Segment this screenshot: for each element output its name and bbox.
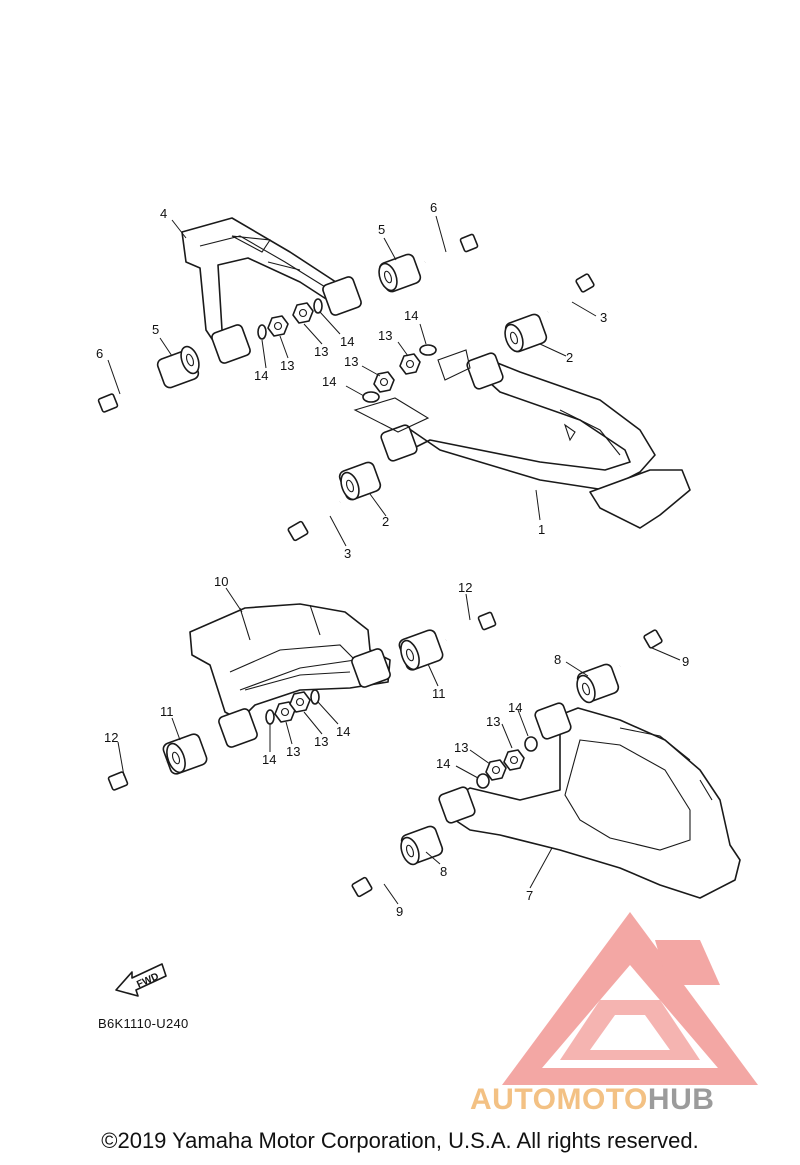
callout-8: 8 [554,652,561,667]
automotohub-logo [502,912,758,1085]
lower-right-arm [438,702,741,899]
leader-lines [107,215,681,905]
upper-right-arm [380,352,691,529]
lower-right-bushing-top [576,663,620,704]
callout-14: 14 [508,700,522,715]
callout-14: 14 [322,374,336,389]
callout-14: 14 [336,724,350,739]
drawing-code: B6K1110-U240 [98,1016,189,1031]
callout-labels: 4 5 6 5 6 14 13 13 14 3 2 13 14 13 14 2 … [96,200,689,919]
callout-13: 13 [286,744,300,759]
upper-left-bushing-right [378,253,422,293]
lower-left-arm [189,603,391,748]
callout-13: 13 [454,740,468,755]
callout-13: 13 [378,328,392,343]
lower-nut-a [274,701,296,723]
callout-6: 6 [96,346,103,361]
callout-5: 5 [152,322,159,337]
watermark-text: AUTOMOTOHUB [470,1083,714,1117]
callout-14: 14 [436,756,450,771]
lower-right-bolt-top [619,629,663,668]
callout-1: 1 [538,522,545,537]
lower-washer-b [310,689,320,705]
lower-washer-d [476,773,490,789]
callout-14: 14 [262,752,276,767]
upper-nut-c [399,353,421,375]
forward-arrow-icon: FWD [115,963,167,997]
upper-left-bushing-left [156,345,200,389]
upper-washer-b [313,298,323,314]
callout-4: 4 [160,206,167,221]
upper-right-bushing-front [338,461,382,501]
upper-washer-c [419,344,437,356]
upper-right-bolt-rear [547,273,595,314]
callout-13: 13 [280,358,294,373]
callout-12: 12 [458,580,472,595]
upper-nut-b [292,302,314,324]
callout-9: 9 [396,904,403,919]
upper-right-bolt-front [287,500,341,542]
upper-left-arm [181,217,362,364]
callout-14: 14 [340,334,354,349]
callout-9: 9 [682,654,689,669]
callout-11: 11 [432,686,446,701]
callout-13: 13 [314,734,328,749]
lower-left-bushing-left [162,733,208,775]
watermark-brand-part-1: AUTOMOTO [470,1083,648,1116]
upper-washer-d [362,391,380,403]
lower-left-bolt-right [445,611,497,642]
callout-2: 2 [566,350,573,365]
callout-3: 3 [600,310,607,325]
upper-left-bolt-right [424,233,479,264]
lower-right-bushing-bottom [400,825,444,866]
callout-8: 8 [440,864,447,879]
upper-right-bushing-rear [504,313,548,353]
lower-left-bolt-left [107,760,167,791]
upper-left-bolt-left [97,378,161,413]
upper-nut-d [373,371,395,393]
lower-nut-d [485,759,507,781]
lower-nut-c [503,749,525,771]
callout-6: 6 [430,200,437,215]
callout-14: 14 [254,368,268,383]
upper-nut-a [267,315,289,337]
lower-right-bolt-bottom [351,858,405,898]
lower-washer-c [524,736,538,752]
callout-13: 13 [486,714,500,729]
callout-3: 3 [344,546,351,561]
callout-2: 2 [382,514,389,529]
lower-left-bushing-right [398,629,444,671]
callout-5: 5 [378,222,385,237]
callout-10: 10 [214,574,228,589]
callout-12: 12 [104,730,118,745]
callout-14: 14 [404,308,418,323]
watermark-brand-part-2: HUB [647,1083,715,1116]
lower-washer-a [265,709,275,725]
callout-13: 13 [314,344,328,359]
upper-washer-a [257,324,267,340]
lower-nut-b [289,691,311,713]
callout-11: 11 [160,704,174,719]
copyright-notice: ©2019 Yamaha Motor Corporation, U.S.A. A… [101,1128,699,1153]
callout-7: 7 [526,888,533,903]
callout-13: 13 [344,354,358,369]
